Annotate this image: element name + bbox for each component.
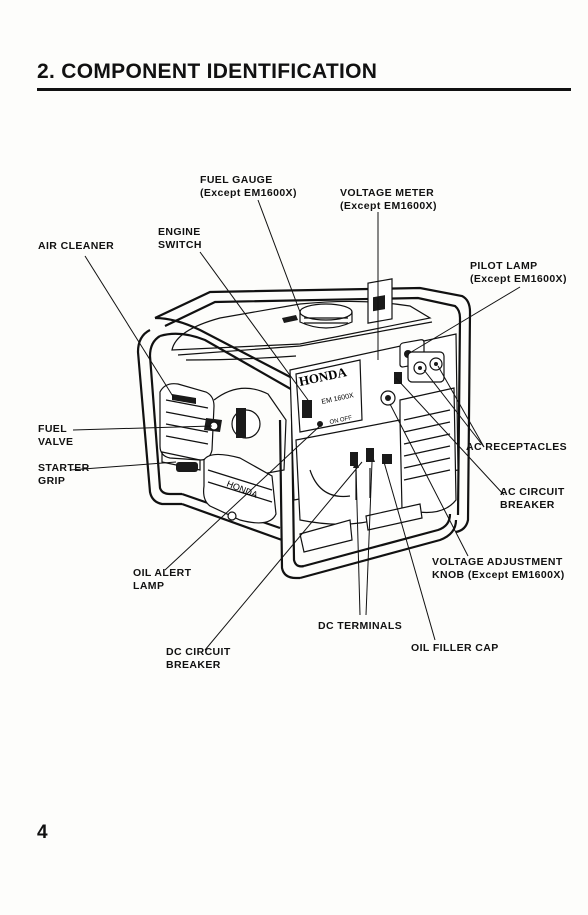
label-starter-grip-line1: STARTER [38,462,90,474]
label-ac-receptacles-line1: AC RECEPTACLES [466,441,568,453]
page-number: 4 [37,822,48,843]
label-voltage-meter-line2: (Except EM1600X) [340,200,437,212]
label-dc-circuit-breaker: DC CIRCUIT BREAKER [166,646,231,672]
label-voltage-meter: VOLTAGE METER (Except EM1600X) [340,187,437,213]
label-fuel-gauge-line1: FUEL GAUGE [200,174,273,186]
label-ac-circuit-breaker-line1: AC CIRCUIT [500,486,565,498]
label-air-cleaner: AIR CLEANER [38,240,114,253]
label-air-cleaner-line1: AIR CLEANER [38,240,115,252]
label-fuel-valve-line1: FUEL [38,423,68,435]
switch-marks-text: ON OFF [329,415,353,426]
label-dc-terminals-line1: DC TERMINALS [318,620,403,632]
label-dc-terminals: DC TERMINALS [318,620,402,633]
alternator-cover [295,387,457,553]
label-ac-circuit-breaker-line2: BREAKER [500,499,555,511]
label-engine-switch-line1: ENGINE [158,226,201,238]
label-dc-circuit-breaker-line1: DC CIRCUIT [166,646,231,658]
label-pilot-lamp-line1: PILOT LAMP [470,260,538,272]
label-oil-alert-lamp: OIL ALERT LAMP [133,567,191,593]
label-oil-alert-lamp-line1: OIL ALERT [133,567,192,579]
label-starter-grip: STARTER GRIP [38,462,90,488]
engine-block: HONDA [159,383,287,524]
label-pilot-lamp-line2: (Except EM1600X) [470,273,567,285]
heading-rule [37,88,571,91]
label-ac-circuit-breaker: AC CIRCUIT BREAKER [500,486,565,512]
label-voltage-meter-line1: VOLTAGE METER [340,187,435,199]
label-fuel-gauge: FUEL GAUGE (Except EM1600X) [200,174,297,200]
label-oil-alert-lamp-line2: LAMP [133,580,165,592]
label-oil-filler-cap: OIL FILLER CAP [411,642,499,655]
fuel-tank [171,300,433,361]
label-fuel-valve-line2: VALVE [38,436,74,448]
page-heading: 2. COMPONENT IDENTIFICATION [37,60,378,83]
label-voltage-adjustment-knob-line1: VOLTAGE ADJUSTMENT [432,556,563,568]
label-engine-switch-line2: SWITCH [158,239,202,251]
label-fuel-gauge-line2: (Except EM1600X) [200,187,297,199]
label-starter-grip-line2: GRIP [38,475,66,487]
label-engine-switch: ENGINE SWITCH [158,226,202,252]
label-voltage-adjustment-knob-line2: KNOB (Except EM1600X) [432,569,565,581]
label-ac-receptacles: AC RECEPTACLES [466,441,567,454]
label-fuel-valve: FUEL VALVE [38,423,73,449]
label-pilot-lamp: PILOT LAMP (Except EM1600X) [470,260,567,286]
leader-lines [69,199,521,651]
label-dc-circuit-breaker-line2: BREAKER [166,659,221,671]
label-voltage-adjustment-knob: VOLTAGE ADJUSTMENT KNOB (Except EM1600X) [432,556,565,582]
label-oil-filler-cap-line1: OIL FILLER CAP [411,642,499,654]
